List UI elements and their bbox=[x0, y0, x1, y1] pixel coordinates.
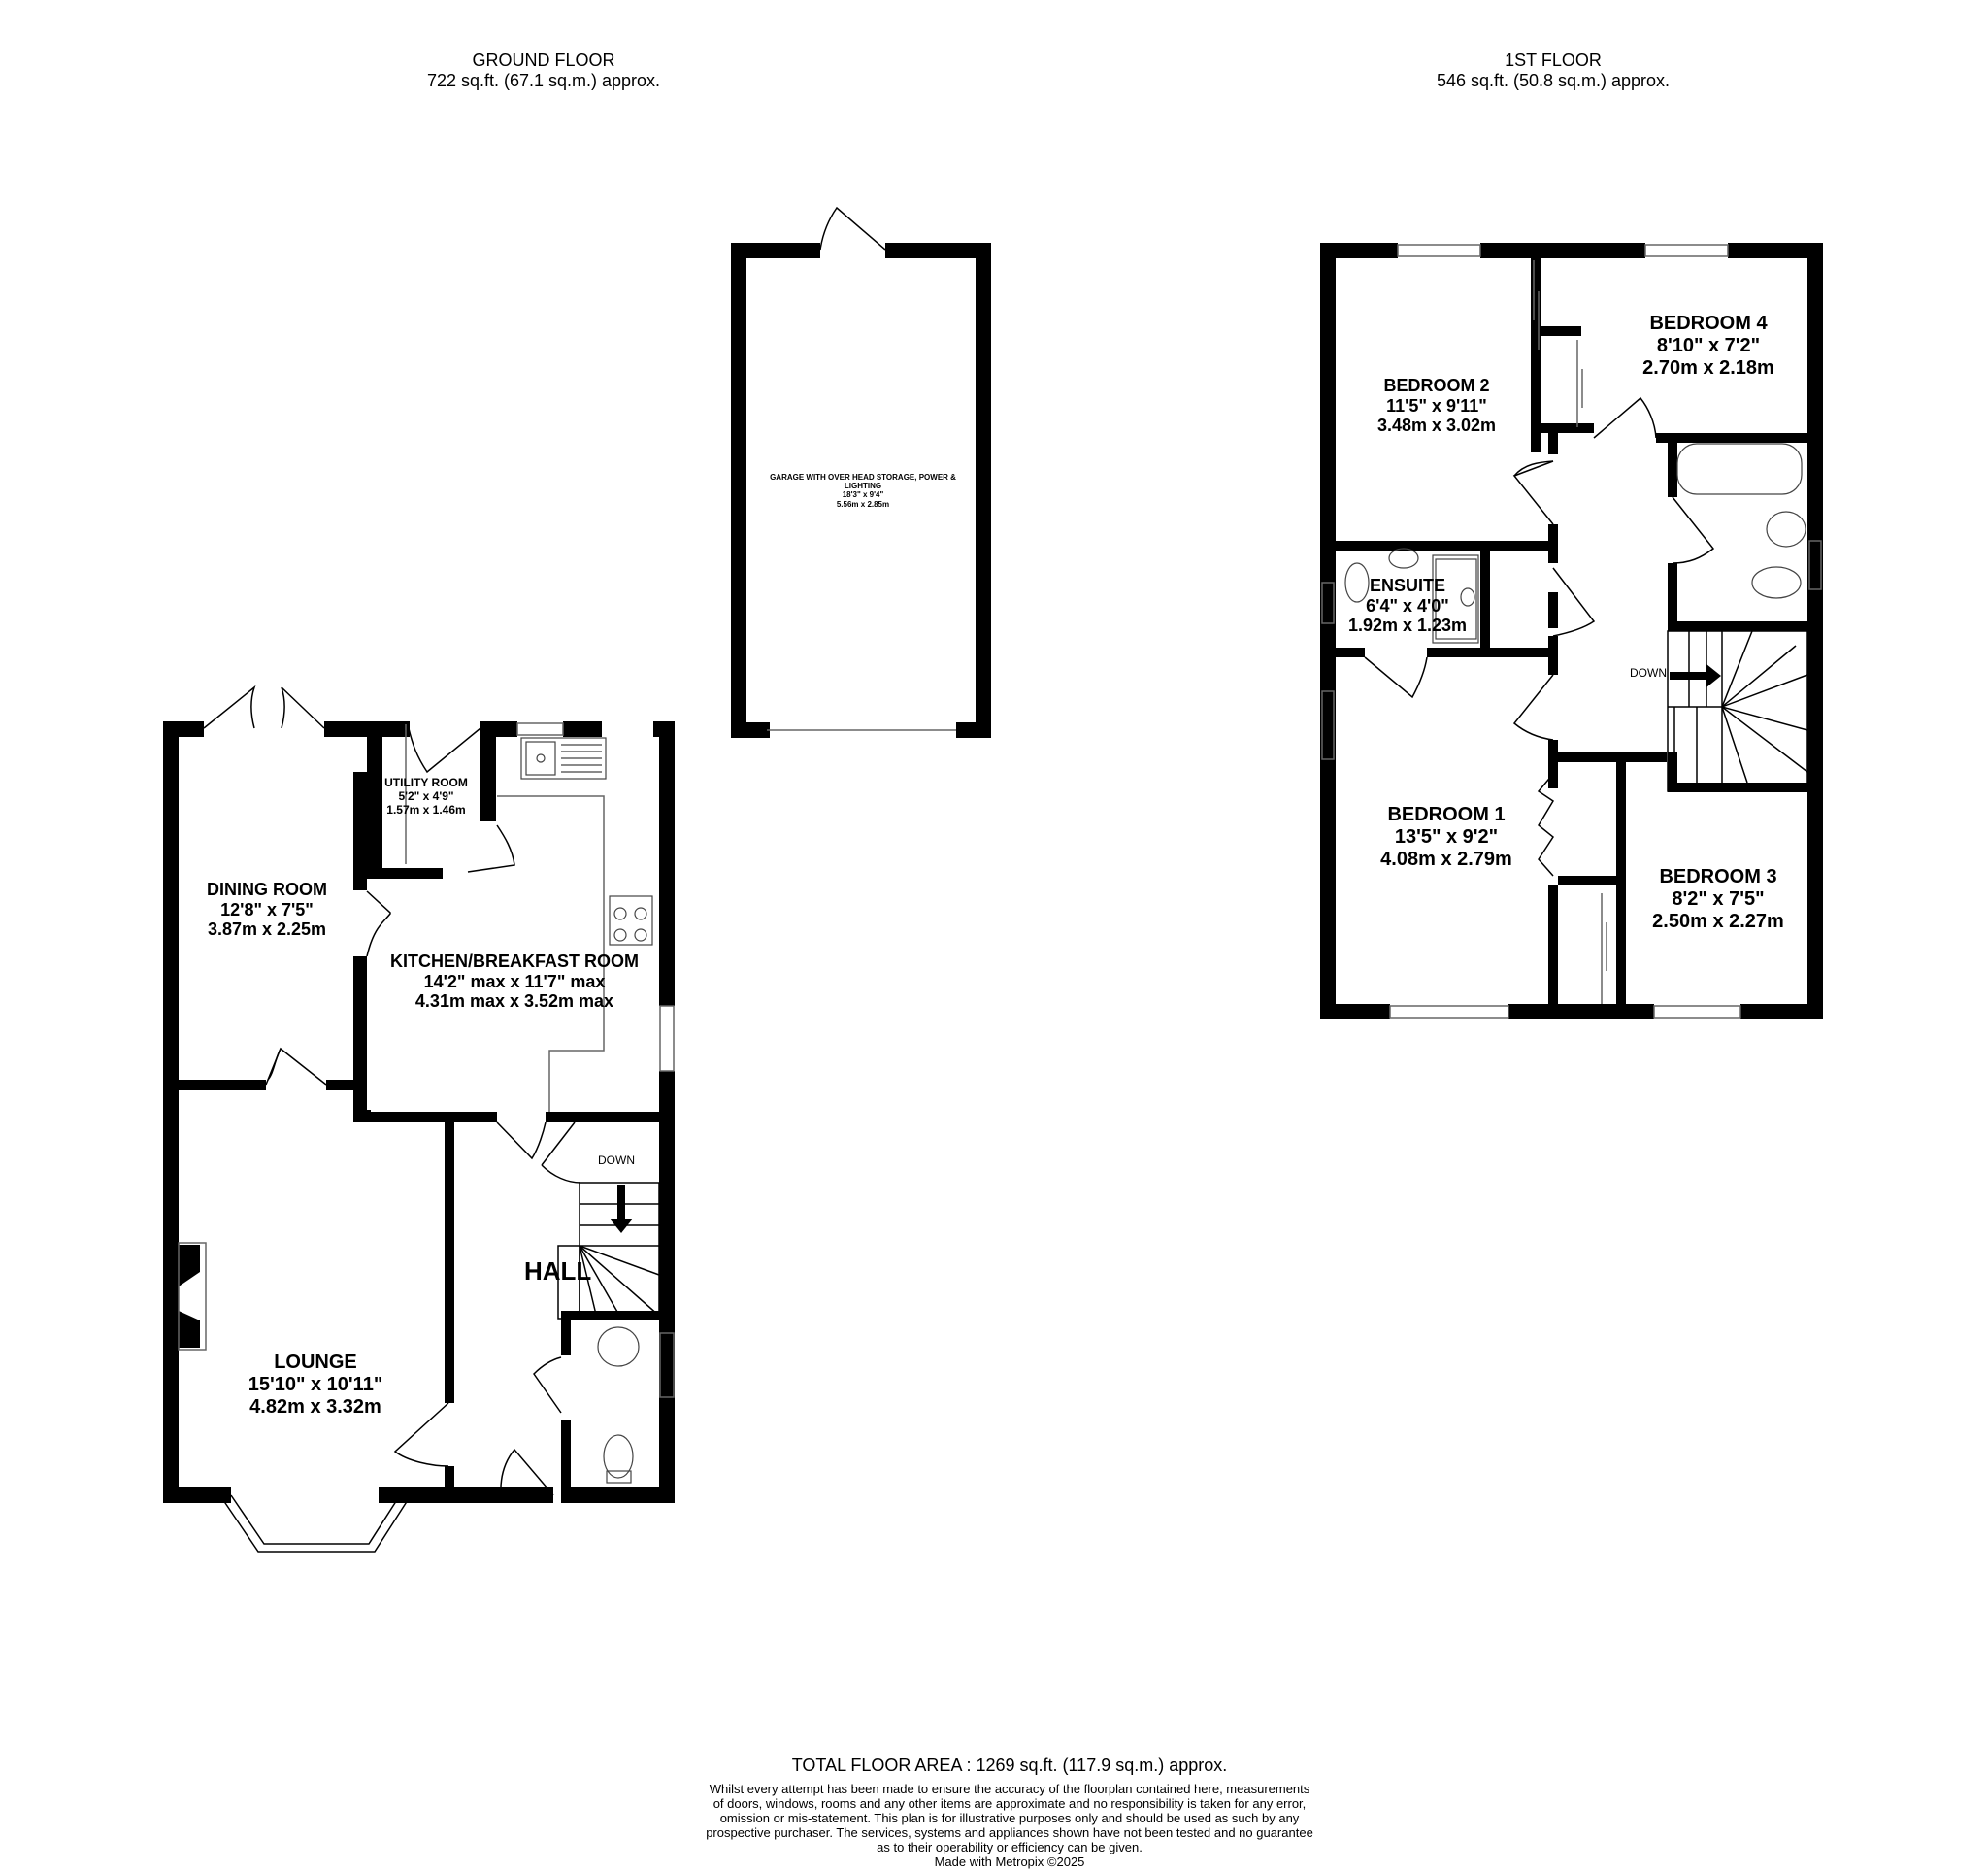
ground-floor-title: GROUND FLOOR bbox=[472, 50, 615, 70]
total-floor-area: TOTAL FLOOR AREA : 1269 sq.ft. (117.9 sq… bbox=[791, 1755, 1228, 1775]
room-label-kitchen: KITCHEN/BREAKFAST ROOM 14'2" max x 11'7"… bbox=[390, 952, 639, 1012]
ground-stairs-down-label: DOWN bbox=[598, 1153, 635, 1167]
first-stairs-down-label: DOWN bbox=[1630, 666, 1667, 680]
first-floor-header: 1ST FLOOR 546 sq.ft. (50.8 sq.m.) approx… bbox=[1398, 50, 1708, 91]
disclaimer-line: omission or mis-statement. This plan is … bbox=[719, 1811, 1300, 1825]
disclaimer: Whilst every attempt has been made to en… bbox=[621, 1782, 1398, 1869]
ground-floor-header: GROUND FLOOR 722 sq.ft. (67.1 sq.m.) app… bbox=[388, 50, 699, 91]
disclaimer-line: prospective purchaser. The services, sys… bbox=[706, 1825, 1313, 1840]
room-label-bedroom3: BEDROOM 3 8'2" x 7'5" 2.50m x 2.27m bbox=[1652, 866, 1784, 932]
room-label-bedroom4: BEDROOM 4 8'10" x 7'2" 2.70m x 2.18m bbox=[1642, 313, 1774, 379]
doors-and-windows bbox=[178, 206, 1822, 1553]
room-label-utility: UTILITY ROOM 5'2" x 4'9" 1.57m x 1.46m bbox=[384, 776, 468, 817]
room-label-bedroom1: BEDROOM 1 13'5" x 9'2" 4.08m x 2.79m bbox=[1380, 804, 1512, 870]
room-label-hall: HALL bbox=[524, 1256, 592, 1286]
stair-arrows bbox=[610, 664, 1721, 1233]
disclaimer-line: of doors, windows, rooms and any other i… bbox=[712, 1796, 1307, 1811]
credit: Made with Metropix ©2025 bbox=[934, 1854, 1085, 1869]
room-label-dining: DINING ROOM 12'8" x 7'5" 3.87m x 2.25m bbox=[207, 880, 327, 940]
first-floor-area: 546 sq.ft. (50.8 sq.m.) approx. bbox=[1436, 71, 1671, 90]
disclaimer-line: as to their operability or efficiency ca… bbox=[877, 1840, 1143, 1854]
footer: TOTAL FLOOR AREA : 1269 sq.ft. (117.9 sq… bbox=[621, 1755, 1398, 1869]
walls bbox=[163, 243, 1823, 1503]
room-label-ensuite: ENSUITE 6'4" x 4'0" 1.92m x 1.23m bbox=[1347, 576, 1468, 636]
ground-floor-area: 722 sq.ft. (67.1 sq.m.) approx. bbox=[426, 71, 661, 90]
disclaimer-line: Whilst every attempt has been made to en… bbox=[709, 1782, 1310, 1796]
room-label-garage: GARAGE WITH OVER HEAD STORAGE, POWER & L… bbox=[770, 473, 956, 509]
room-label-lounge: LOUNGE 15'10" x 10'11" 4.82m x 3.32m bbox=[248, 1352, 383, 1418]
room-label-bedroom2: BEDROOM 2 11'5" x 9'11" 3.48m x 3.02m bbox=[1376, 376, 1497, 436]
first-floor-title: 1ST FLOOR bbox=[1505, 50, 1602, 70]
fixtures bbox=[520, 443, 1806, 1484]
